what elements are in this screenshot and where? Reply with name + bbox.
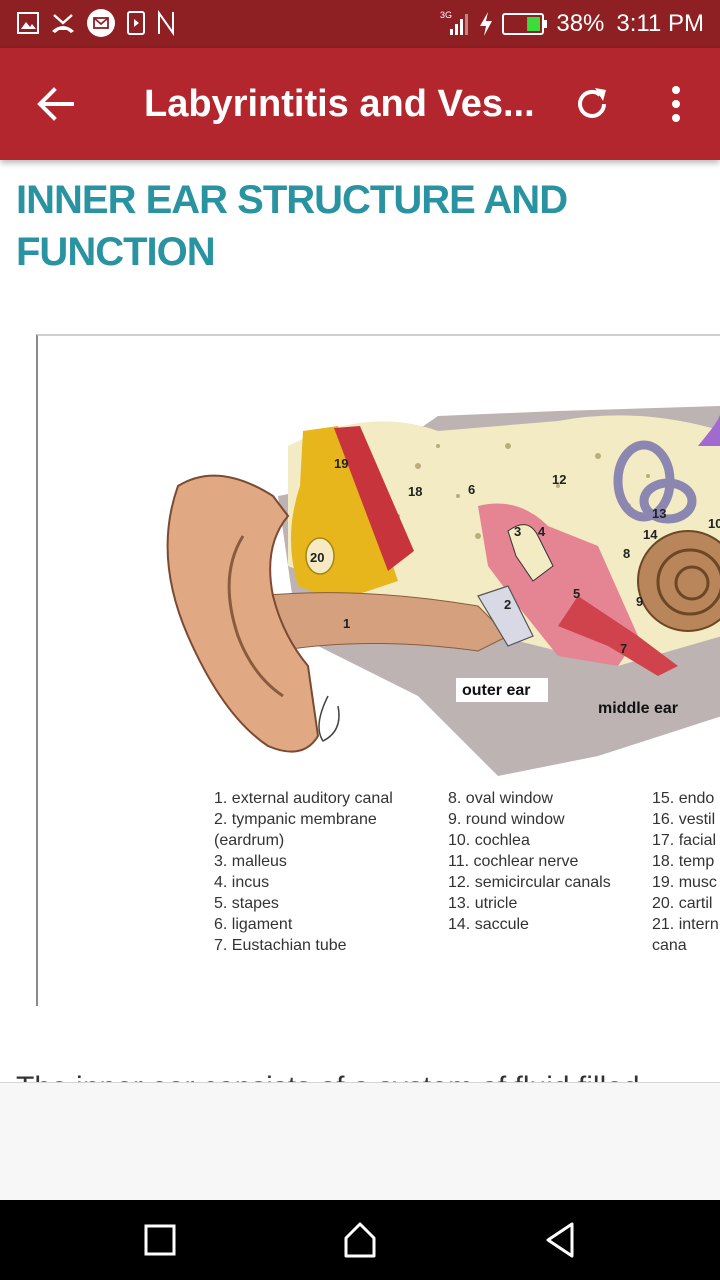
refresh-icon[interactable] xyxy=(570,82,614,126)
video-icon xyxy=(127,11,145,35)
missed-call-icon xyxy=(52,14,74,33)
notification-icons xyxy=(16,8,176,38)
legend-column-2: 8. oval window 9. round window 10. cochl… xyxy=(448,790,611,933)
svg-text:7: 7 xyxy=(620,641,627,656)
article-heading: INNER EAR STRUCTURE AND FUNCTION xyxy=(16,178,568,274)
svg-text:19: 19 xyxy=(334,456,348,471)
article-content[interactable]: INNER EAR STRUCTURE AND FUNCTION xyxy=(0,160,720,1200)
svg-text:8: 8 xyxy=(623,546,630,561)
svg-text:6: 6 xyxy=(468,482,475,497)
legend-column-1: 1. external auditory canal 2. tympanic m… xyxy=(214,790,393,954)
outer-ear-label: outer ear xyxy=(462,682,530,699)
battery-icon xyxy=(502,13,548,35)
svg-text:3G: 3G xyxy=(440,10,452,20)
middle-ear-label: middle ear xyxy=(598,700,678,717)
svg-text:13: 13 xyxy=(652,506,666,521)
bottom-panel xyxy=(0,1082,720,1201)
charging-icon xyxy=(480,12,493,36)
svg-text:9: 9 xyxy=(636,594,643,609)
back-nav-icon[interactable] xyxy=(538,1218,582,1262)
system-status: 3G 38% 3:11 PM xyxy=(440,8,704,40)
legend-column-3: 15. endo 16. vestil 17. facial 18. temp … xyxy=(652,790,719,954)
gallery-icon xyxy=(17,12,39,34)
inner-ear-diagram: 1 2 3 4 5 6 7 8 9 10 12 13 14 18 19 20 o… xyxy=(36,334,720,1006)
svg-text:5: 5 xyxy=(573,586,580,601)
battery-percent: 38% xyxy=(556,10,605,37)
svg-text:3: 3 xyxy=(514,524,521,539)
svg-text:4: 4 xyxy=(538,524,546,539)
clock: 3:11 PM xyxy=(616,10,704,37)
svg-text:20: 20 xyxy=(310,550,324,565)
svg-text:2: 2 xyxy=(504,597,511,612)
svg-text:1: 1 xyxy=(343,616,350,631)
svg-text:18: 18 xyxy=(408,484,422,499)
svg-text:14: 14 xyxy=(643,527,658,542)
n-icon xyxy=(158,10,174,36)
svg-text:10: 10 xyxy=(708,516,720,531)
email-icon xyxy=(87,9,115,37)
signal-3g-icon: 3G xyxy=(440,10,469,35)
page-title: Labyrintitis and Ves... xyxy=(144,83,535,125)
recents-icon[interactable] xyxy=(138,1218,182,1262)
status-bar: 3G 38% 3:11 PM xyxy=(0,0,720,48)
back-arrow-icon[interactable] xyxy=(32,82,80,126)
home-icon[interactable] xyxy=(338,1218,382,1262)
app-toolbar: Labyrintitis and Ves... xyxy=(0,48,720,160)
svg-text:12: 12 xyxy=(552,472,566,487)
system-nav-bar xyxy=(0,1200,720,1280)
more-options-icon[interactable] xyxy=(660,82,692,126)
ear-anatomy-illustration: 1 2 3 4 5 6 7 8 9 10 12 13 14 18 19 20 o… xyxy=(166,406,720,776)
